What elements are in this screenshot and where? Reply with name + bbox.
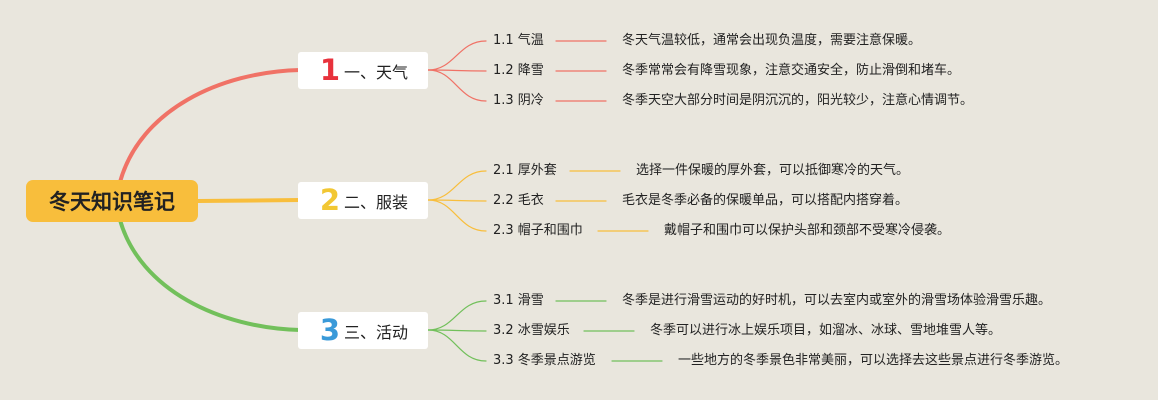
leaf-description: 毛衣是冬季必备的保暖单品，可以搭配内搭穿着。 (622, 193, 909, 208)
branch-to-leaf-connector (427, 300, 487, 331)
leaf-label[interactable]: 3.2 冰雪娱乐 (493, 323, 570, 338)
root-to-branch-connector (196, 198, 302, 203)
leaf-description: 一些地方的冬季景色非常美丽，可以选择去这些景点进行冬季游览。 (678, 353, 1069, 368)
branch-number: 3 (319, 313, 341, 347)
branch-to-leaf-connector (427, 329, 487, 362)
root-title: 冬天知识笔记 (49, 190, 175, 214)
branch-number: 1 (319, 53, 341, 87)
leaf-description: 冬季是进行滑雪运动的好时机，可以去室内或室外的滑雪场体验滑雪乐趣。 (622, 293, 1052, 308)
leaf-label[interactable]: 2.3 帽子和围巾 (493, 223, 583, 238)
leaf-label[interactable]: 3.3 冬季景点游览 (493, 353, 596, 368)
branch-to-leaf-connector (427, 40, 487, 71)
branch-title: 一、天气 (344, 62, 409, 82)
leaf-description: 冬季可以进行冰上娱乐项目，如溜冰、冰球、雪地堆雪人等。 (650, 323, 1002, 338)
branch-weather[interactable]: 1 一、天气 (298, 52, 428, 89)
leaf-description: 冬季天空大部分时间是阴沉沉的，阳光较少，注意心情调节。 (622, 93, 974, 108)
leaf-label[interactable]: 1.3 阴冷 (493, 93, 544, 108)
leaf-description: 选择一件保暖的厚外套，可以抵御寒冷的天气。 (636, 163, 910, 178)
root-topic[interactable]: 冬天知识笔记 (26, 180, 198, 222)
branch-clothing[interactable]: 2 二、服装 (298, 182, 428, 219)
leaf-label[interactable]: 2.2 毛衣 (493, 193, 544, 208)
branch-to-leaf-connector (427, 69, 487, 102)
branch-title: 三、活动 (344, 322, 409, 342)
leaf-label[interactable]: 1.2 降雪 (493, 63, 544, 78)
root-to-branch-connector (118, 68, 302, 184)
branch-number: 2 (319, 183, 341, 217)
root-to-branch-connector (118, 218, 302, 332)
leaf-label[interactable]: 1.1 气温 (493, 33, 544, 48)
leaf-description: 冬季常常会有降雪现象，注意交通安全，防止滑倒和堵车。 (622, 63, 961, 78)
branch-title: 二、服装 (344, 192, 409, 212)
leaf-description: 冬天气温较低，通常会出现负温度，需要注意保暖。 (622, 33, 922, 48)
branch-to-leaf-connector (427, 199, 487, 232)
leaf-description: 戴帽子和围巾可以保护头部和颈部不受寒冷侵袭。 (664, 223, 951, 238)
leaf-label[interactable]: 2.1 厚外套 (493, 163, 557, 178)
branch-to-leaf-connector (427, 170, 487, 201)
branch-activities[interactable]: 3 三、活动 (298, 312, 428, 349)
leaf-label[interactable]: 3.1 滑雪 (493, 293, 544, 308)
